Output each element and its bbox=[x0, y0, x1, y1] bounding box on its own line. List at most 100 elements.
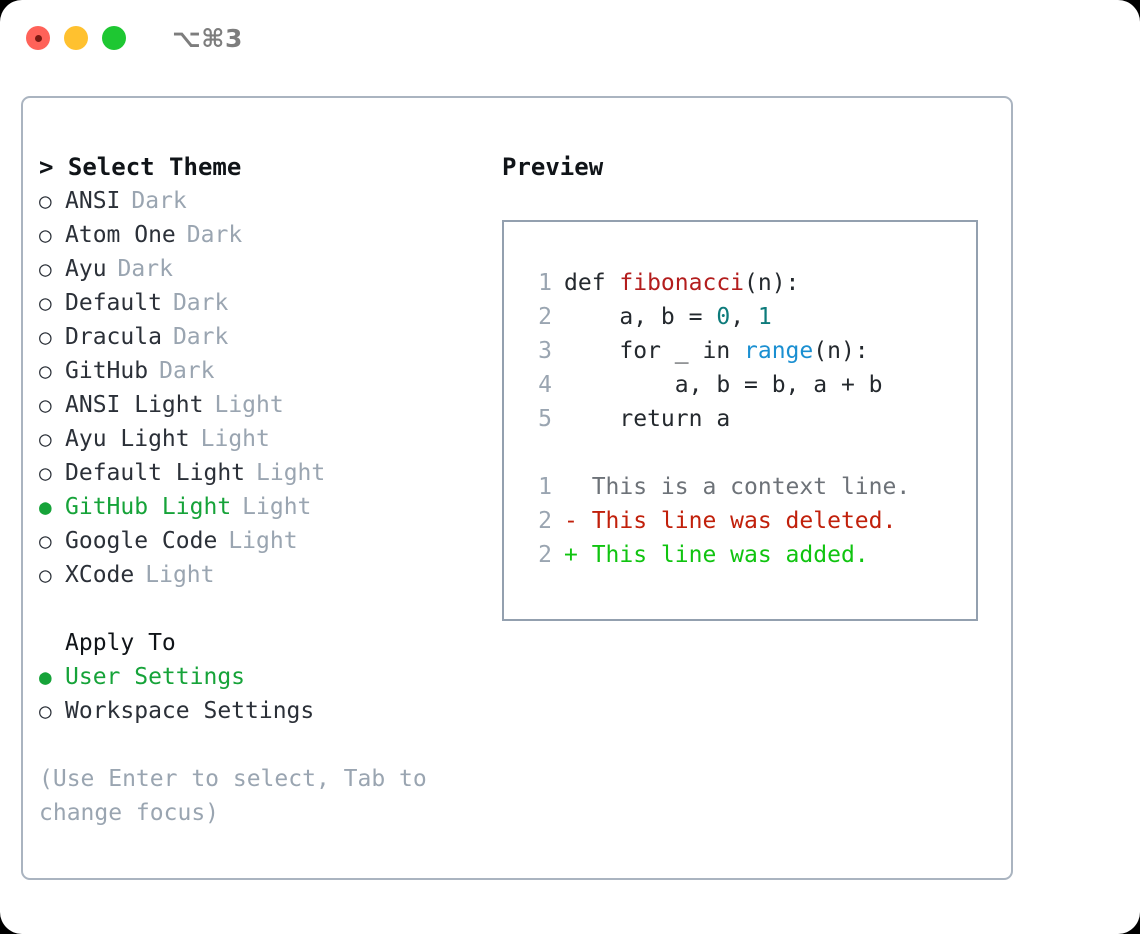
diff-line: 1 This is a context line. bbox=[526, 470, 976, 504]
option-label: XCode bbox=[65, 562, 135, 588]
code-line: 4 a, b = b, a + b bbox=[526, 368, 976, 402]
option-label: Default Light bbox=[65, 460, 246, 486]
option-label: Workspace Settings bbox=[65, 698, 315, 724]
option-variant-tag: Dark bbox=[159, 358, 215, 384]
preview-title: Preview bbox=[502, 153, 604, 181]
option-label: ANSI Light bbox=[65, 392, 204, 418]
close-window-button[interactable] bbox=[26, 26, 50, 50]
radio-unselected-icon: ○ bbox=[39, 563, 52, 587]
option-label: Default bbox=[65, 290, 162, 316]
option-variant-tag: Dark bbox=[117, 256, 173, 282]
option-row[interactable]: ● User Settings bbox=[39, 660, 489, 694]
option-row[interactable]: ○ Default Light Light bbox=[39, 456, 489, 490]
maximize-window-button[interactable] bbox=[102, 26, 126, 50]
option-label: Ayu Light bbox=[65, 426, 190, 452]
code-line: 2 a, b = 0, 1 bbox=[526, 300, 976, 334]
diff-line-text: This is a context line. bbox=[564, 474, 911, 500]
radio-unselected-icon: ○ bbox=[39, 393, 52, 417]
code-line: 5 return a bbox=[526, 402, 976, 436]
diff-line-text: + This line was added. bbox=[564, 542, 869, 568]
code-token: def bbox=[564, 270, 620, 296]
radio-unselected-icon: ○ bbox=[39, 325, 52, 349]
radio-unselected-icon: ○ bbox=[39, 529, 52, 553]
option-variant-tag: Dark bbox=[172, 290, 229, 316]
radio-unselected-icon: ○ bbox=[39, 461, 52, 485]
page-title: > Select Theme bbox=[39, 153, 242, 181]
code-token: a, b = b, a + b bbox=[564, 372, 883, 398]
option-label: Dracula bbox=[65, 324, 162, 350]
radio-unselected-icon: ○ bbox=[39, 223, 52, 247]
line-number: 5 bbox=[538, 406, 552, 432]
window-controls bbox=[26, 26, 126, 50]
code-token: 1 bbox=[757, 304, 772, 330]
line-number: 4 bbox=[538, 372, 552, 398]
option-variant-tag: Light bbox=[242, 494, 312, 520]
option-row[interactable]: ○ ANSI Dark bbox=[39, 184, 489, 218]
code-diff-separator bbox=[526, 436, 976, 470]
minimize-window-button[interactable] bbox=[64, 26, 88, 50]
option-variant-tag: Light bbox=[256, 460, 326, 486]
code-token: for _ in bbox=[564, 338, 745, 364]
line-number: 2 bbox=[538, 508, 552, 534]
code-token: , bbox=[730, 304, 758, 330]
option-row[interactable]: ○ XCode Light bbox=[39, 558, 489, 592]
code-token: 0 bbox=[716, 304, 731, 330]
code-line: 3 for _ in range(n): bbox=[526, 334, 976, 368]
code-token: (n): bbox=[813, 338, 869, 364]
option-variant-tag: Dark bbox=[186, 222, 243, 248]
option-variant-tag: Light bbox=[214, 392, 284, 418]
code-token: fibonacci bbox=[619, 270, 745, 296]
option-variant-tag: Light bbox=[228, 528, 298, 554]
option-row[interactable]: ● GitHub Light Light bbox=[39, 490, 489, 524]
diff-line-text: - This line was deleted. bbox=[564, 508, 897, 534]
title-bar: ⌥⌘3 bbox=[0, 0, 1140, 76]
code-token: (n): bbox=[744, 270, 800, 296]
radio-unselected-icon: ○ bbox=[39, 189, 52, 213]
apply-to-heading: Apply To bbox=[65, 630, 176, 656]
option-variant-tag: Light bbox=[145, 562, 215, 588]
option-row[interactable]: ○ Dracula Dark bbox=[39, 320, 489, 354]
radio-selected-icon: ● bbox=[39, 665, 52, 689]
option-label: ANSI bbox=[65, 188, 121, 214]
diff-line: 2 - This line was deleted. bbox=[526, 504, 976, 538]
option-variant-tag: Dark bbox=[172, 324, 229, 350]
option-label: User Settings bbox=[65, 664, 246, 690]
line-number: 2 bbox=[538, 542, 552, 568]
option-row[interactable]: ○ Ayu Light Light bbox=[39, 422, 489, 456]
option-label: Atom One bbox=[65, 222, 176, 248]
code-token: range bbox=[744, 338, 814, 364]
option-variant-tag: Dark bbox=[131, 188, 187, 214]
radio-unselected-icon: ○ bbox=[39, 291, 52, 315]
code-token: a, b = bbox=[564, 304, 717, 330]
radio-unselected-icon: ○ bbox=[39, 257, 52, 281]
option-variant-tag: Light bbox=[200, 426, 270, 452]
option-row[interactable]: ○ Workspace Settings bbox=[39, 694, 489, 728]
line-number: 2 bbox=[538, 304, 552, 330]
line-number: 1 bbox=[538, 270, 552, 296]
diff-sample: 1 This is a context line. 2 - This line wa… bbox=[526, 470, 976, 572]
option-row[interactable]: ○ Atom One Dark bbox=[39, 218, 489, 252]
radio-unselected-icon: ○ bbox=[39, 359, 52, 383]
radio-selected-icon: ● bbox=[39, 495, 52, 519]
apply-to-option-list: ● User Settings ○ Workspace Settings bbox=[39, 660, 489, 728]
option-row[interactable]: ○ ANSI Light Light bbox=[39, 388, 489, 422]
option-label: GitHub Light bbox=[65, 494, 232, 520]
code-token: return a bbox=[564, 406, 731, 432]
line-number: 3 bbox=[538, 338, 552, 364]
keyboard-hint: (Use Enter to select, Tab to change focu… bbox=[39, 766, 427, 826]
option-row[interactable]: ○ Default Dark bbox=[39, 286, 489, 320]
keyboard-shortcut-label: ⌥⌘3 bbox=[172, 23, 243, 53]
diff-line: 2 + This line was added. bbox=[526, 538, 976, 572]
radio-unselected-icon: ○ bbox=[39, 699, 52, 723]
radio-unselected-icon: ○ bbox=[39, 427, 52, 451]
